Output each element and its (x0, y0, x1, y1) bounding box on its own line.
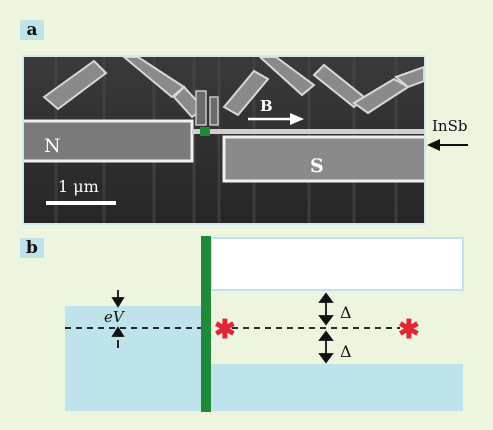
bias-arrow-icon (111, 290, 125, 348)
bias-label: eV (104, 308, 126, 326)
state-marker-left-icon: ✱ (214, 315, 236, 345)
scale-bar (46, 201, 116, 205)
superconductor-label: S (310, 155, 324, 177)
gap-arrow-upper-icon (318, 292, 334, 326)
nanowire-arrow-icon (427, 139, 468, 151)
tunnel-barrier (201, 236, 211, 412)
field-arrow-icon (248, 113, 304, 125)
superconductor-upper-band (210, 237, 464, 291)
nanowire-label: InSb (432, 117, 468, 135)
panel-a-label: a (20, 20, 44, 40)
panel-b-label: b (20, 238, 44, 258)
normal-lead-label: N (44, 135, 61, 157)
sem-micrograph: N S B 1 μm (22, 55, 426, 225)
energy-diagram: eV Δ Δ ✱ ✱ (65, 236, 464, 412)
gap-arrow-lower-icon (318, 330, 334, 364)
state-marker-right-icon: ✱ (398, 315, 420, 345)
normal-filled-band (65, 306, 203, 411)
scale-bar-label: 1 μm (58, 177, 99, 196)
gap-label-upper: Δ (340, 303, 352, 322)
field-label: B (260, 97, 273, 115)
superconductor-lower-band (211, 364, 463, 411)
gap-label-lower: Δ (340, 342, 352, 361)
